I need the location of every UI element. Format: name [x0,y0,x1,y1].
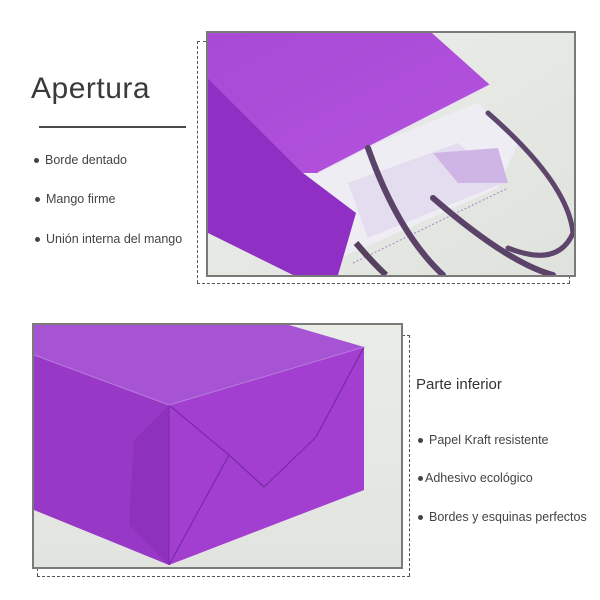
feature-bullet: Borde dentado [34,153,127,167]
section-title-apertura: Apertura [31,72,151,105]
feature-bullet: Papel Kraft resistente [418,433,549,447]
dashed-bracket [197,283,570,284]
title-underline [39,126,186,128]
bullet-dot-icon [418,437,423,443]
feature-bullet: Bordes y esquinas perfectos [418,510,587,524]
feature-label: Papel Kraft resistente [429,433,549,447]
bag-bottom-photo [32,323,403,569]
feature-bullet: Adhesivo ecológico [418,471,533,485]
feature-label: Adhesivo ecológico [425,471,533,485]
dashed-bracket [37,576,410,577]
bullet-dot-icon [418,514,423,520]
bullet-dot-icon [34,157,39,163]
feature-label: Unión interna del mango [46,232,183,246]
bullet-dot-icon [418,475,423,481]
feature-label: Bordes y esquinas perfectos [429,510,587,524]
section-title-parte-inferior: Parte inferior [416,376,502,393]
feature-bullet: Unión interna del mango [35,232,182,246]
feature-label: Mango firme [46,192,116,206]
dashed-bracket [197,41,206,42]
dashed-bracket [37,568,38,576]
dashed-bracket [409,335,410,576]
feature-bullet: Mango firme [35,192,115,206]
bullet-dot-icon [35,236,40,242]
dashed-bracket [402,335,410,336]
bag-opening-photo [206,31,576,277]
feature-label: Borde dentado [45,153,128,167]
dashed-bracket [197,41,198,283]
bullet-dot-icon [35,196,40,202]
dashed-bracket [569,276,570,283]
